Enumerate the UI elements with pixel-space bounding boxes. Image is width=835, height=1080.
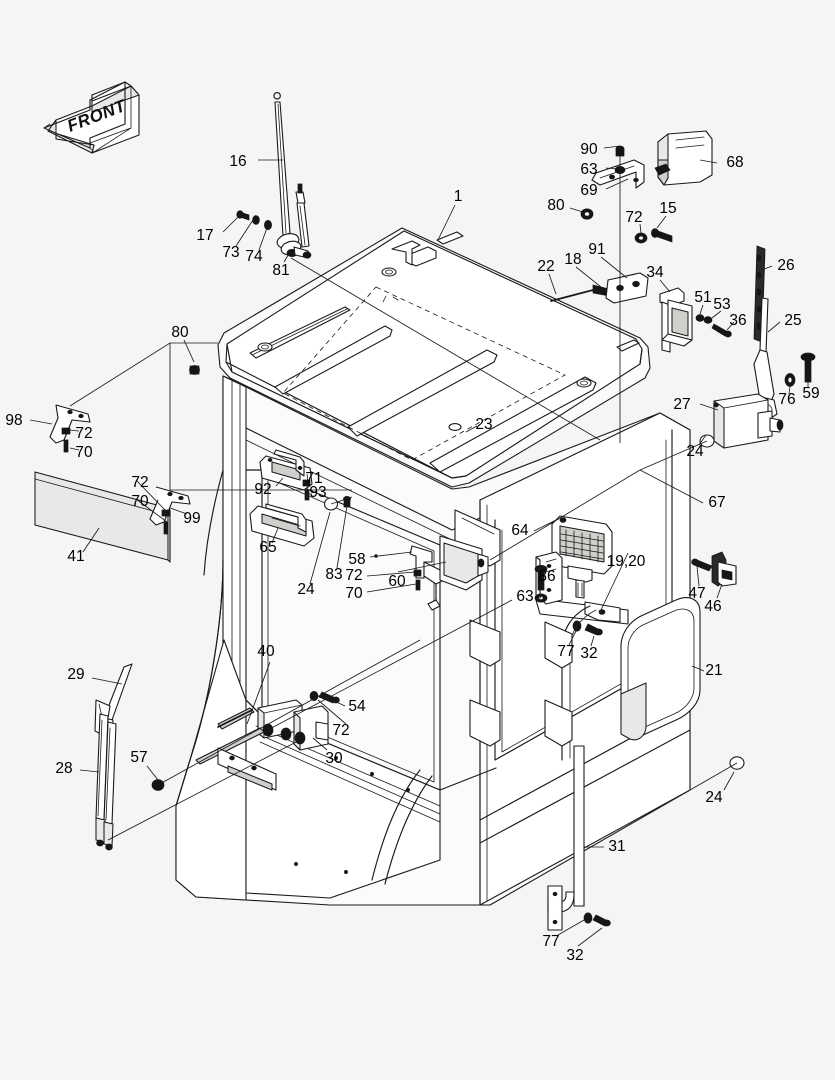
sun-visor-assembly [34, 342, 218, 563]
door-catch-assembly [691, 551, 737, 587]
callout-antenna-mast: 16 [229, 153, 247, 170]
callout-hinge-block-91: 91 [588, 241, 606, 258]
callout-washer-72-left2: 72 [131, 474, 149, 491]
callout-wiper-blade-rear: 26 [777, 257, 795, 274]
grab-rail-31 [469, 619, 611, 931]
callout-bolt-59: 59 [802, 385, 820, 402]
callout-washer-72-left: 72 [75, 425, 93, 442]
callout-bolt-32-lower: 32 [566, 947, 584, 964]
callout-washer-72: 72 [625, 209, 643, 226]
callout-screw-93: 93 [309, 484, 327, 501]
callout-washer-63-lower: 63 [516, 588, 534, 605]
callout-washer-pump-30: 30 [325, 750, 343, 767]
callout-washer-77-upper: 77 [557, 643, 575, 660]
callout-grommet-24-left: 24 [297, 581, 315, 598]
callout-screw-47: 47 [688, 585, 706, 602]
callout-wiper-arm-front: 29 [67, 666, 85, 683]
beacon-lamp-assembly [580, 130, 713, 220]
callout-pin-18: 18 [564, 251, 582, 268]
callout-bolt-15: 15 [659, 200, 677, 217]
callout-nut-36: 36 [729, 312, 747, 329]
callout-washer-72-mid: 72 [345, 567, 363, 584]
cab-roof [217, 227, 651, 488]
callout-wiper-motor-rear: 27 [673, 396, 691, 413]
callout-grab-rail-31: 31 [608, 838, 626, 855]
callout-grommet-24-lower: 24 [705, 789, 723, 806]
callout-washer-72-pump: 72 [332, 722, 350, 739]
callout-bolt-70-left2: 70 [131, 493, 149, 510]
leader-lines [29, 145, 809, 947]
callout-antenna-base: 81 [272, 262, 290, 279]
callout-visor-bracket-right: 99 [183, 510, 201, 527]
callout-latch-striker-92: 92 [254, 481, 272, 498]
antenna-assembly [236, 92, 312, 259]
callout-wiper-blade-front: 28 [55, 760, 73, 777]
callout-nut-80: 80 [547, 197, 565, 214]
callout-screw-54: 54 [348, 698, 366, 715]
interior-mirror-assembly [409, 535, 489, 611]
callout-door-latch-65: 65 [259, 539, 277, 556]
callout-screw-23: 23 [475, 416, 493, 433]
callout-bolt-70-mid: 70 [345, 585, 363, 602]
callout-visor-bracket-left: 98 [5, 412, 23, 429]
callout-latch-handle-34: 34 [646, 264, 664, 281]
callout-beacon-lamp: 68 [726, 154, 744, 171]
callout-antenna-nut: 74 [245, 248, 263, 265]
callout-lamp-mount-bracket: 19,20 [606, 553, 646, 570]
callout-rear-view-mirror-21: 21 [705, 662, 723, 679]
callout-antenna-screw: 17 [196, 227, 214, 244]
callout-rod-22: 22 [537, 258, 555, 275]
interior-latch-assembly [249, 449, 351, 547]
callout-harness-67: 67 [708, 494, 726, 511]
callout-washer-63: 63 [580, 161, 598, 178]
work-lamp-assembly [534, 515, 629, 636]
callout-lamp-bracket: 69 [580, 182, 598, 199]
callout-bolt-86: 86 [538, 568, 556, 585]
front-wiper-assembly [94, 663, 165, 851]
callout-screw-53: 53 [713, 296, 731, 313]
callout-washer-hose-40: 40 [257, 643, 275, 660]
callout-door-catch-46: 46 [704, 598, 722, 615]
rear-wiper-assembly [699, 245, 816, 449]
callout-nozzle-57: 57 [130, 749, 148, 766]
callout-cab-roof-shell: 1 [453, 188, 463, 205]
callout-plug-83: 83 [325, 566, 343, 583]
callout-screw-90: 90 [580, 141, 598, 158]
callout-bracket-58: 58 [348, 551, 366, 568]
callout-work-lamp-64: 64 [511, 522, 529, 539]
callout-washer-76: 76 [778, 391, 796, 408]
callout-washer-51: 51 [694, 289, 712, 306]
callout-bolt-32-upper: 32 [580, 645, 598, 662]
cab-body [175, 375, 691, 906]
callout-grommet-24-upper: 24 [686, 443, 704, 460]
callout-wiper-arm-rear: 25 [784, 312, 802, 329]
hatch-hinge-assembly [550, 228, 732, 353]
callout-washer-71: 71 [305, 470, 323, 487]
callout-nut-80-left: 80 [171, 324, 189, 341]
front-direction-arrow [43, 81, 140, 154]
callout-bolt-70-left: 70 [75, 444, 93, 461]
lower-mount-plate [217, 747, 277, 791]
callout-interior-mirror-60: 60 [388, 573, 406, 590]
callout-sun-visor-panel: 41 [67, 548, 85, 565]
callout-washer-77-lower: 77 [542, 933, 560, 950]
callout-antenna-washer: 73 [222, 244, 240, 261]
